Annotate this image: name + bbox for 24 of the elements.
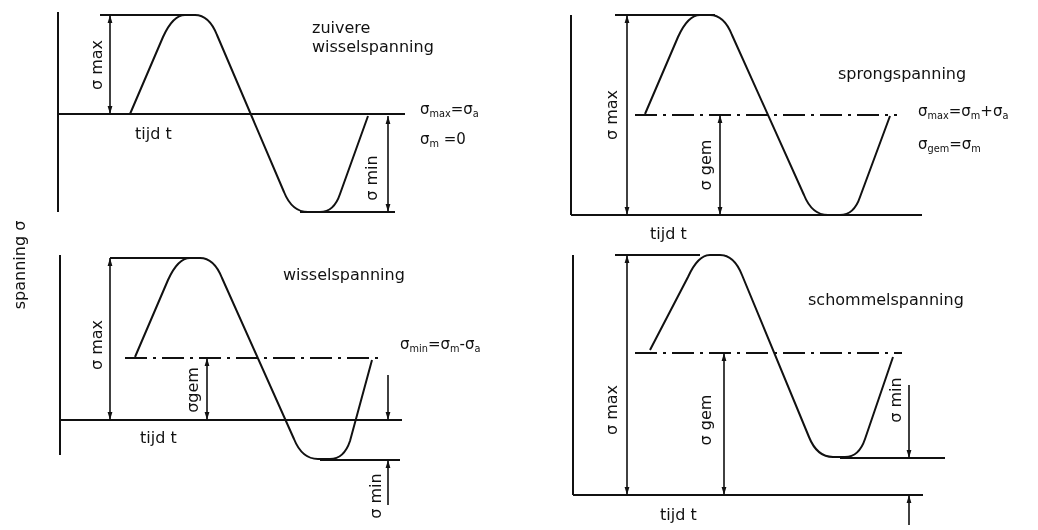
axis-label: tijd t <box>660 505 697 525</box>
formula: σ$_{max}$=σ$_{m}$+σ$_{a}$ <box>918 102 1009 122</box>
stress-type-label: wisselspanning <box>283 265 405 285</box>
axis-label: tijd t <box>140 428 177 448</box>
formula: σ$_{gem}$=σ$_{m}$ <box>918 135 981 155</box>
axis-label: spanning σ <box>10 220 30 310</box>
formula: σ$_{min}$=σ$_{m}$-σ$_{a}$ <box>400 335 481 355</box>
axis-label: tijd t <box>135 124 172 144</box>
axis-label: tijd t <box>650 224 687 244</box>
dimension-label: σ min <box>886 377 906 423</box>
dimension-label: σ min <box>366 473 386 519</box>
dimension-label: σ gem <box>696 394 716 446</box>
stress-type-label: schommelspanning <box>808 290 964 310</box>
formula: σ$_{max}$=σ$_{a}$ <box>420 100 479 120</box>
stress-type-label: zuivere wisselspanning <box>312 18 435 57</box>
stress-type-label: sprongspanning <box>838 64 967 84</box>
dimension-label: σ gem <box>696 139 716 191</box>
dimension-label: σ min <box>362 155 382 201</box>
dimension-label: σgem <box>183 367 203 413</box>
formula: σ$_{m}$ =0 <box>420 130 466 150</box>
dimension-label: σ max <box>87 319 107 371</box>
dimension-label: σ max <box>87 39 107 91</box>
dimension-label: σ max <box>602 384 622 436</box>
dimension-label: σ max <box>602 89 622 141</box>
